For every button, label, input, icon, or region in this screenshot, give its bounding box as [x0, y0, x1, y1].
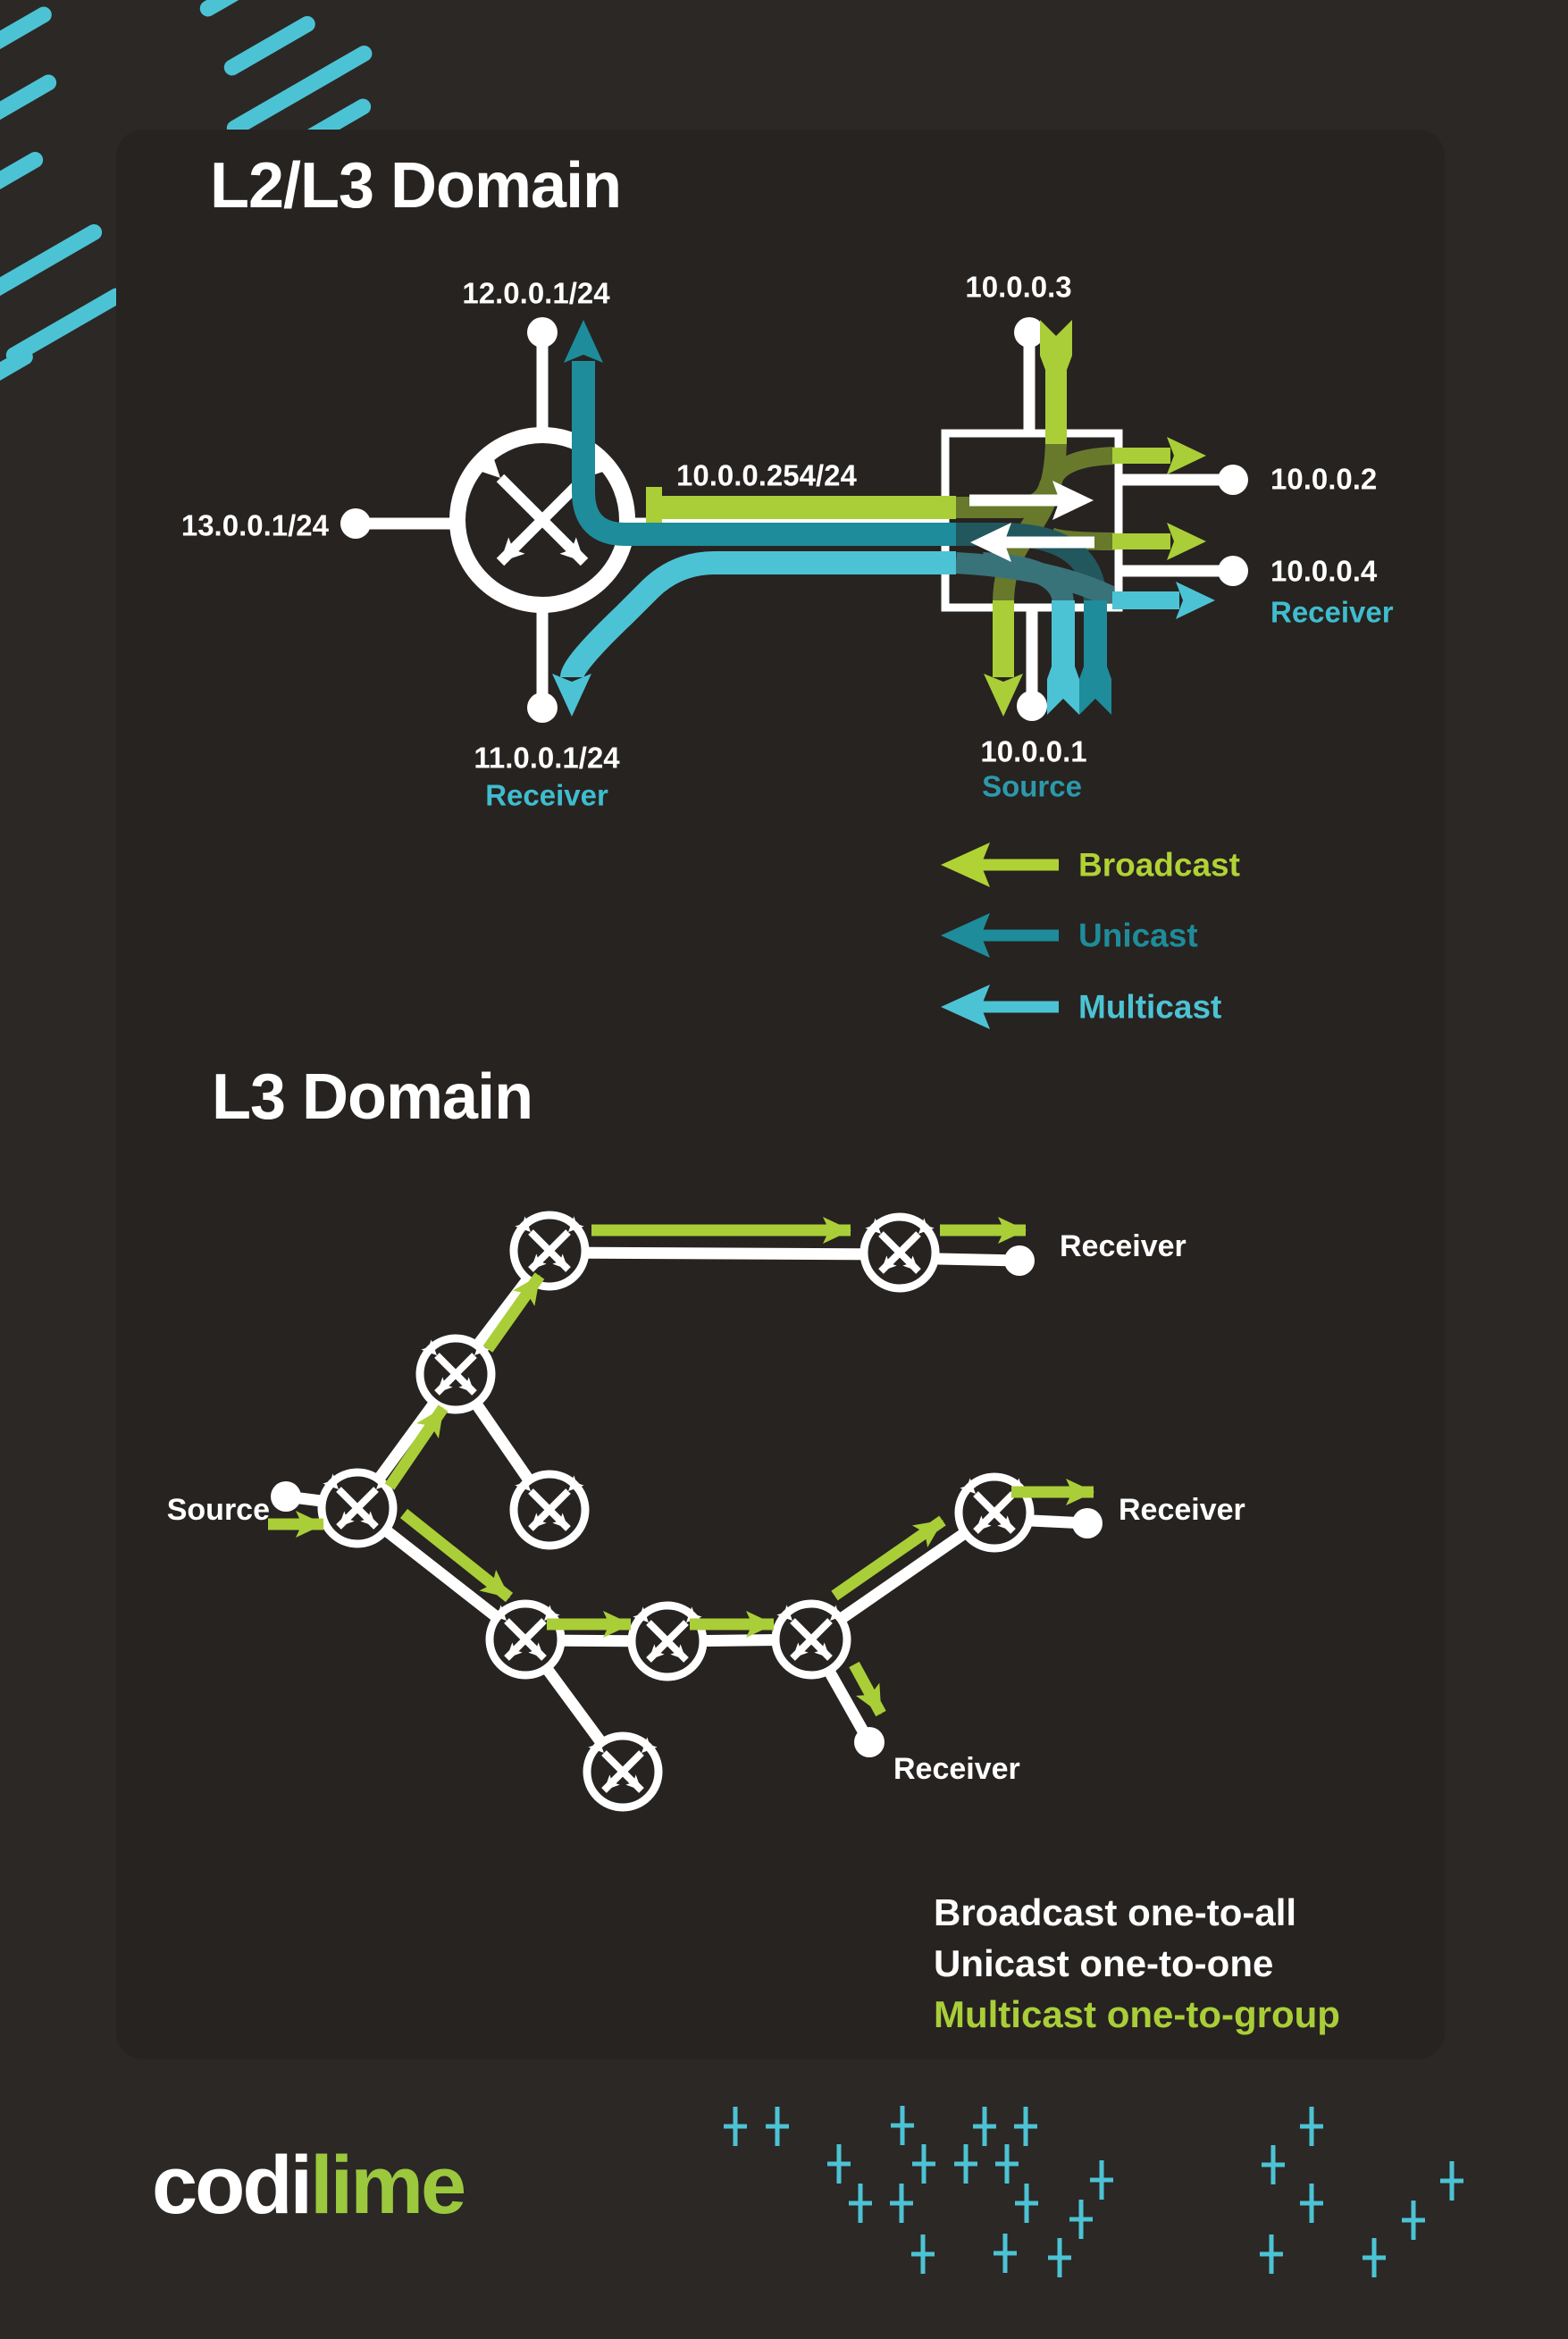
- legend-arrows: [941, 843, 1059, 1029]
- unicast-flow: [564, 320, 1111, 715]
- label-receiver-11: Receiver: [485, 778, 608, 812]
- logo-lime-text: lime: [310, 2140, 466, 2231]
- multicast-tree-arrows: [268, 1217, 1094, 1717]
- broadcast-flow: [646, 320, 1206, 717]
- label-receiver-10-0-0-4: Receiver: [1270, 595, 1394, 629]
- legend-broadcast-label: Broadcast: [1078, 846, 1240, 884]
- label-ip-10-0-0-3: 10.0.0.3: [965, 270, 1072, 304]
- corner-stripes-decoration: [0, 0, 373, 389]
- logo-codi-text: codi: [152, 2140, 313, 2231]
- summary-text: Broadcast one-to-all Unicast one-to-one …: [934, 1887, 1340, 2040]
- summary-multicast-line: Multicast one-to-group: [934, 1993, 1340, 2035]
- unicast-arrow-icon: [941, 913, 1059, 958]
- l3-receiver1-label: Receiver: [1060, 1229, 1186, 1263]
- multicast-flow: [552, 551, 1215, 717]
- legend-multicast-label: Multicast: [1078, 988, 1222, 1026]
- label-source-10-0-0-1: Source: [982, 769, 1082, 803]
- summary-broadcast-line: Broadcast one-to-all: [934, 1891, 1297, 1933]
- multicast-arrow-icon: [941, 985, 1059, 1029]
- l3-receiver2-label: Receiver: [1119, 1493, 1245, 1527]
- broadcast-arrow-icon: [941, 843, 1059, 887]
- legend-unicast-label: Unicast: [1078, 917, 1198, 954]
- label-ip-11: 11.0.0.1/24: [474, 741, 620, 775]
- l3-source-label: Source: [166, 1493, 270, 1527]
- l2-host-dots: [340, 317, 1248, 723]
- codilime-logo: codilime: [152, 2144, 466, 2226]
- label-gateway-ip: 10.0.0.254/24: [676, 458, 857, 492]
- plus-signs-decoration: [724, 2106, 1463, 2277]
- label-ip-13: 13.0.0.1/24: [180, 508, 329, 542]
- l3-diagram: [268, 1215, 1103, 1807]
- switch-arrows-icon: [969, 481, 1094, 562]
- label-ip-10-0-0-2: 10.0.0.2: [1270, 462, 1378, 496]
- l3-endpoint-dots: [271, 1245, 1103, 1757]
- label-ip-10-0-0-4: 10.0.0.4: [1270, 554, 1378, 588]
- label-ip-10-0-0-1: 10.0.0.1: [980, 734, 1087, 768]
- l3-domain-title: L3 Domain: [212, 1061, 533, 1133]
- l2l3-domain-title: L2/L3 Domain: [210, 150, 622, 222]
- l2l3-diagram: [340, 317, 1248, 723]
- label-ip-12: 12.0.0.1/24: [462, 276, 610, 310]
- summary-unicast-line: Unicast one-to-one: [934, 1942, 1274, 1984]
- l3-receiver3-label: Receiver: [893, 1752, 1020, 1786]
